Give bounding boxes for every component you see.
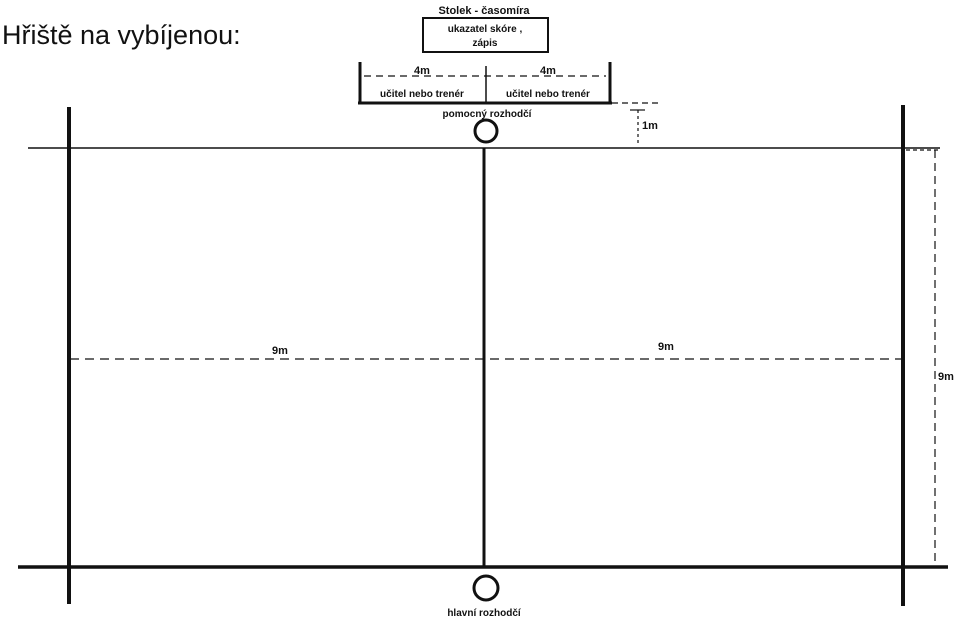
- assistant-referee-label: pomocný rozhodčí: [443, 109, 533, 120]
- court-width-label: 9m: [938, 371, 954, 383]
- main-referee-position: [472, 574, 500, 602]
- assistant-referee-position: [473, 118, 499, 144]
- bench-right-width: 4m: [540, 65, 556, 77]
- main-referee-label: hlavní rozhodčí: [447, 608, 522, 619]
- table-box-line2: zápis: [472, 38, 497, 49]
- offset-label: 1m: [642, 120, 658, 132]
- scorer-table-box: [422, 17, 549, 53]
- right-half-length-label: 9m: [658, 341, 674, 353]
- bench-left-label: učitel nebo trenér: [380, 89, 464, 100]
- diagram-title: Hřiště na vybíjenou:: [2, 20, 241, 50]
- table-box-line1: ukazatel skóre ,: [448, 24, 523, 35]
- team-bench-area: [358, 62, 612, 105]
- left-half-length-label: 9m: [272, 345, 288, 357]
- offset-marker: [612, 102, 660, 146]
- table-heading: Stolek - časomíra: [438, 5, 530, 17]
- court: [18, 105, 948, 606]
- bench-left-width: 4m: [414, 65, 430, 77]
- bench-right-label: učitel nebo trenér: [506, 89, 590, 100]
